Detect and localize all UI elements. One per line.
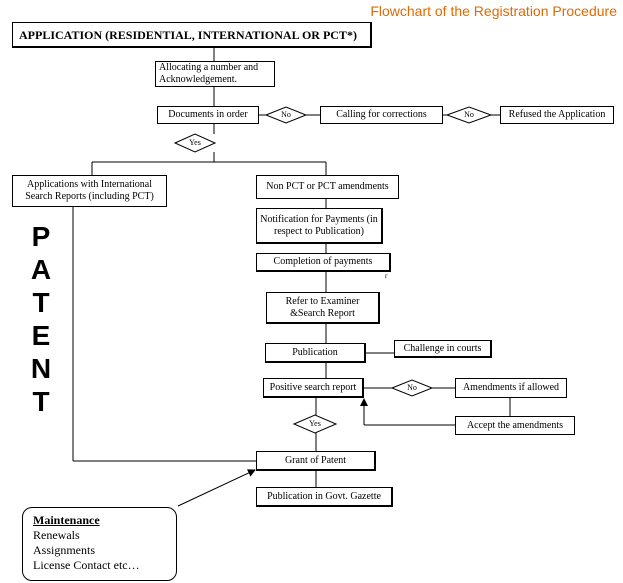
node-publication: Publication	[265, 343, 366, 363]
node-international: Applications with International Search R…	[12, 175, 167, 207]
patent-letter: N	[30, 353, 52, 384]
maintenance-box: Maintenance Renewals Assignments License…	[22, 507, 177, 581]
line-maint-grant	[177, 469, 256, 507]
patent-side-label: P A T E N T	[26, 220, 56, 418]
node-allocating: Allocating a number and Acknowledgement.	[155, 61, 275, 87]
decision-yes-2-label: Yes	[309, 419, 321, 428]
decision-yes-1	[173, 133, 217, 153]
node-application: APPLICATION (RESIDENTIAL, INTERNATIONAL …	[12, 22, 372, 48]
patent-letter: E	[31, 320, 51, 351]
node-nonpct: Non PCT or PCT amendments	[256, 175, 399, 199]
decision-no-2	[445, 106, 493, 124]
decision-no-1	[264, 106, 308, 124]
decision-no-2-label: No	[464, 110, 474, 119]
node-positive-search: Positive search report	[263, 378, 364, 398]
node-gazette: Publication in Govt. Gazette	[256, 487, 393, 507]
node-grant: Grant of Patent	[256, 451, 376, 471]
node-refused: Refused the Application	[500, 106, 614, 124]
maintenance-item: License Contact etc…	[33, 558, 140, 572]
node-accept: Accept the amendments	[455, 416, 575, 435]
maintenance-item: Renewals	[33, 528, 80, 542]
flowchart-title: Flowchart of the Registration Procedure	[370, 3, 617, 19]
patent-letter: T	[32, 287, 50, 318]
node-challenge: Challenge in courts	[394, 340, 492, 358]
node-completion: Completion of payments	[256, 253, 391, 272]
maintenance-title: Maintenance	[33, 513, 100, 527]
decision-no-3	[390, 379, 434, 397]
decision-no-3-label: No	[407, 383, 417, 392]
maintenance-item: Assignments	[33, 543, 96, 557]
stray-mark: r	[385, 272, 388, 280]
patent-letter: A	[30, 254, 52, 285]
patent-letter: P	[31, 221, 51, 252]
node-refer-examiner: Refer to Examiner &Search Report	[266, 292, 380, 324]
node-amendments: Amendments if allowed	[455, 378, 567, 398]
decision-yes-2	[292, 414, 338, 434]
decision-no-1-label: No	[281, 110, 291, 119]
node-notification: Notification for Payments (in respect to…	[256, 208, 383, 244]
node-documents: Documents in order	[157, 106, 259, 124]
patent-letter: T	[32, 386, 50, 417]
decision-yes-1-label: Yes	[189, 138, 201, 147]
node-calling: Calling for corrections	[320, 106, 443, 124]
